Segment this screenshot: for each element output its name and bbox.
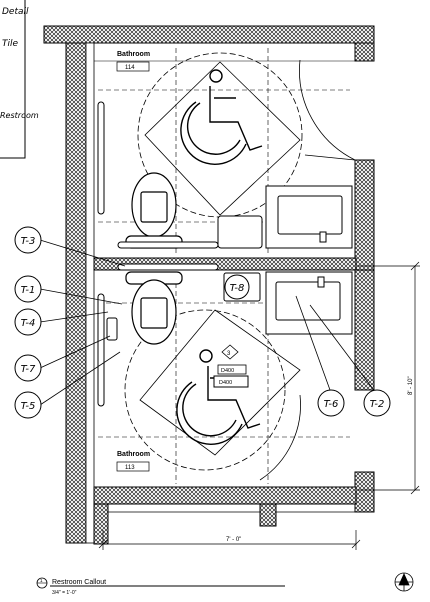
room-number: 114 bbox=[125, 65, 135, 71]
title-block-scale: 3/4" = 1'-0" bbox=[52, 590, 77, 596]
door-tag-number: 3 bbox=[227, 351, 231, 357]
accessibility-symbol-lower-icon bbox=[176, 349, 261, 445]
door-tag-group: 3 D400 D400 bbox=[213, 344, 249, 388]
tag-bubble-t8: T-8 bbox=[224, 274, 250, 300]
walls bbox=[43, 25, 375, 545]
svg-text:T-4: T-4 bbox=[21, 318, 36, 329]
dimension-vertical: 8' - 10" bbox=[358, 261, 420, 495]
tag-bubbles: T-3 T-1 T-4 T-7 T-5 T-8 T-6 T-2 bbox=[14, 226, 391, 419]
door-swings bbox=[259, 59, 356, 481]
legend-tile-label: Tile bbox=[2, 39, 18, 49]
lower-turning-space bbox=[124, 309, 301, 471]
room-name: Bathroom bbox=[117, 51, 150, 58]
sink-upper bbox=[217, 185, 353, 249]
dimension-horizontal: 7' - 0" bbox=[98, 530, 361, 550]
svg-text:T-7: T-7 bbox=[21, 364, 36, 375]
toilet-lower bbox=[125, 271, 183, 345]
svg-text:T-8: T-8 bbox=[230, 283, 245, 294]
north-arrow-icon bbox=[394, 572, 414, 592]
room-label-114: Bathroom 114 bbox=[116, 51, 150, 72]
legend-detail-label: Detail bbox=[2, 7, 29, 17]
title-block: 1 Restroom Callout 3/4" = 1'-0" bbox=[36, 577, 285, 596]
dimension-vertical-label: 8' - 10" bbox=[408, 376, 414, 395]
title-block-title: Restroom Callout bbox=[52, 579, 106, 586]
svg-text:T-2: T-2 bbox=[370, 399, 385, 410]
legend-restroom-label: Restroom bbox=[0, 111, 39, 120]
title-block-number: 1 bbox=[40, 578, 43, 583]
grab-bars bbox=[97, 101, 219, 407]
tag-bubble-t5: T-5 bbox=[14, 391, 42, 419]
door-tag-label: D400 bbox=[221, 368, 234, 374]
legend-panel: Detail Tile Restroom bbox=[0, 0, 39, 159]
tag-bubble-t2: T-2 bbox=[363, 389, 391, 417]
room-name: Bathroom bbox=[117, 451, 150, 458]
svg-text:T-6: T-6 bbox=[324, 399, 339, 410]
toilet-upper bbox=[125, 172, 183, 249]
room-label-113: Bathroom 113 bbox=[116, 451, 150, 472]
tag-bubble-t7: T-7 bbox=[14, 354, 42, 382]
tag-bubble-t3: T-3 bbox=[14, 226, 42, 254]
tag-bubble-t1: T-1 bbox=[14, 275, 42, 303]
door-tag-label: D400 bbox=[219, 380, 232, 386]
svg-text:T-5: T-5 bbox=[21, 401, 36, 412]
tag-bubble-t6: T-6 bbox=[317, 389, 345, 417]
accessibility-symbol-upper-icon bbox=[180, 69, 263, 165]
dimension-horizontal-label: 7' - 0" bbox=[226, 537, 241, 543]
room-number: 113 bbox=[125, 465, 135, 471]
svg-text:T-3: T-3 bbox=[21, 236, 36, 247]
svg-text:T-1: T-1 bbox=[21, 285, 36, 296]
tag-bubble-t4: T-4 bbox=[14, 308, 42, 336]
